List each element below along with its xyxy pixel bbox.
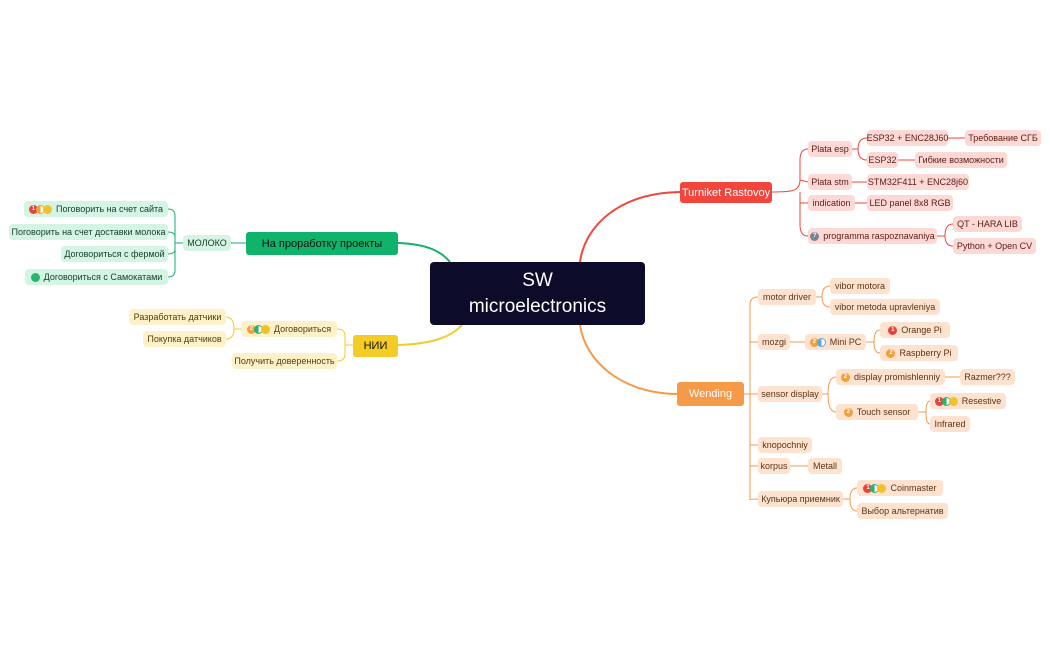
person-icon (260, 324, 270, 334)
link-root-wending (579, 324, 681, 395)
stm32-topic[interactable]: STM32F411 + ENC28j60 (867, 174, 969, 190)
dogovoritsya-label: Договориться (273, 324, 332, 334)
ferma-topic[interactable]: Договориться с фермой (61, 246, 168, 262)
raspberry-pi-label: Raspberry Pi (899, 348, 952, 358)
person-icon (30, 272, 40, 282)
mini-pc-label: Mini PC (829, 337, 862, 347)
touch-sensor-label: Touch sensor (856, 407, 911, 417)
priority-2-icon: 2 (886, 348, 896, 358)
programma-topic[interactable]: ? programma raspoznavaniya (808, 228, 937, 244)
vybor-topic[interactable]: Выбор альтернатив (857, 503, 948, 519)
led-topic[interactable]: LED panel 8x8 RGB (867, 195, 953, 211)
moloko-topic[interactable]: МОЛОКО (183, 235, 231, 251)
orange-pi-label: Orange Pi (901, 325, 942, 335)
dostavka-topic[interactable]: Поговорить на счет доставки молока (9, 224, 168, 240)
coinmaster-label: Coinmaster (890, 483, 937, 493)
razmer-topic[interactable]: Razmer??? (960, 369, 1015, 385)
programma-label: programma raspoznavaniya (823, 231, 935, 241)
mini-pc-topic[interactable]: 2 Mini PC (805, 334, 866, 350)
coinmaster-topic[interactable]: 1 Coinmaster (857, 480, 943, 496)
samokaty-topic[interactable]: Договориться с Самокатами (25, 269, 168, 285)
coinmaster-markers: 1 (863, 483, 887, 493)
question-marker-icon: ? (810, 231, 820, 241)
sait-label: Поговорить на счет сайта (55, 204, 164, 214)
priority-1-icon: 1 (934, 396, 944, 406)
knopochniy-topic[interactable]: knopochniy (758, 437, 812, 453)
priority-2-icon: 2 (840, 372, 850, 382)
infrared-topic[interactable]: Infrared (930, 416, 970, 432)
sait-markers: 1 (28, 204, 52, 214)
display-prom-topic[interactable]: 2 display promishlenniy (836, 369, 945, 385)
link-root-nii (397, 324, 463, 346)
wending-links (744, 285, 960, 512)
dogovoritsya-markers: 2 (246, 324, 270, 334)
nii-topic[interactable]: НИИ (353, 335, 398, 357)
sensor-display-topic[interactable]: sensor display (758, 386, 822, 402)
vibor-metoda-topic[interactable]: vibor metoda upravleniya (830, 299, 940, 315)
priority-1-icon: 1 (28, 204, 38, 214)
person-icon (42, 204, 52, 214)
proekty-topic[interactable]: На проработку проекты (246, 232, 398, 255)
dogovoritsya-topic[interactable]: 2 Договориться (241, 321, 337, 337)
esp32-topic[interactable]: ESP32 (867, 152, 898, 168)
mini-pc-markers: 2 (809, 337, 826, 347)
esp32-enc-topic[interactable]: ESP32 + ENC28J60 (867, 130, 948, 146)
link-root-turniket (579, 191, 681, 263)
korpus-topic[interactable]: korpus (758, 458, 790, 474)
razrabotat-topic[interactable]: Разработать датчики (129, 309, 226, 325)
root-topic-line1: SW (522, 269, 553, 291)
person-icon (877, 483, 887, 493)
touch-sensor-topic[interactable]: 2 Touch sensor (836, 404, 918, 420)
mozgi-topic[interactable]: mozgi (758, 334, 790, 350)
root-topic-line2: microelectronics (468, 295, 607, 317)
python-topic[interactable]: Python + Open CV (953, 238, 1036, 254)
raspberry-pi-topic[interactable]: 2 Raspberry Pi (880, 345, 958, 361)
priority-2-icon: 2 (843, 407, 853, 417)
pokupka-topic[interactable]: Покупка датчиков (143, 331, 226, 347)
turniket-topic[interactable]: Turniket Rastovoy (680, 182, 772, 203)
metall-topic[interactable]: Metall (808, 458, 842, 474)
turniket-links (771, 137, 965, 247)
resestive-label: Resestive (961, 396, 1002, 406)
person-icon (948, 396, 958, 406)
progress-icon (816, 337, 826, 347)
plata-stm-topic[interactable]: Plata stm (808, 174, 852, 190)
gibkie-topic[interactable]: Гибкие возможности (915, 152, 1007, 168)
wending-topic[interactable]: Wending (677, 382, 744, 406)
qt-topic[interactable]: QT - HARA LIB (953, 216, 1022, 232)
priority-1-icon: 1 (888, 325, 898, 335)
link-root-proekty (397, 242, 451, 263)
trebovanie-topic[interactable]: Требование СГБ (965, 130, 1041, 146)
doverennost-topic[interactable]: Получить доверенность (232, 353, 337, 369)
priority-1-icon: 1 (863, 483, 873, 493)
resestive-markers: 1 (934, 396, 958, 406)
nii-links (225, 316, 353, 362)
sait-topic[interactable]: 1 Поговорить на счет сайта (24, 201, 168, 217)
plata-esp-topic[interactable]: Plata esp (808, 141, 852, 157)
orange-pi-topic[interactable]: 1 Orange Pi (880, 322, 950, 338)
resestive-topic[interactable]: 1 Resestive (930, 393, 1006, 409)
samokaty-label: Договориться с Самокатами (43, 272, 163, 282)
priority-2-icon: 2 (809, 337, 819, 347)
root-topic[interactable]: SW microelectronics (430, 262, 645, 325)
priority-2-icon: 2 (246, 324, 256, 334)
vibor-motora-topic[interactable]: vibor motora (830, 278, 890, 294)
motor-driver-topic[interactable]: motor driver (758, 289, 816, 305)
kupyura-topic[interactable]: Купьюра приемник (758, 491, 843, 507)
display-prom-label: display promishlenniy (853, 372, 941, 382)
indication-topic[interactable]: indication (808, 195, 855, 211)
proekty-links (167, 208, 246, 278)
